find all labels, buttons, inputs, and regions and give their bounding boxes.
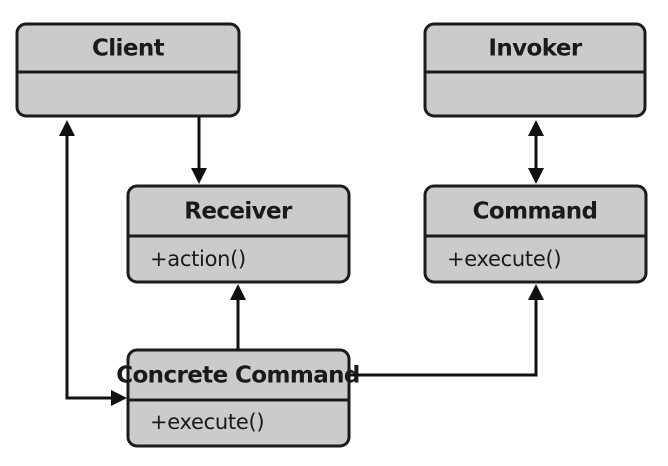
class-receiver[interactable]: Receiver +action() bbox=[126, 184, 351, 284]
class-client-name: Client bbox=[92, 36, 165, 62]
edge-concrete-to-receiver bbox=[230, 284, 246, 349]
class-command-method: +execute() bbox=[447, 247, 561, 271]
class-invoker-name: Invoker bbox=[488, 36, 582, 62]
arrowhead-invoker-bottom bbox=[528, 120, 544, 136]
class-invoker[interactable]: Invoker bbox=[423, 22, 647, 118]
edge-invoker-command bbox=[528, 120, 544, 184]
edge-concrete-to-command bbox=[350, 284, 544, 377]
class-concrete-command-method: +execute() bbox=[150, 410, 264, 434]
class-concrete-command-name: Concrete Command bbox=[116, 363, 360, 389]
class-command-box bbox=[423, 184, 648, 284]
arrowhead-receiver-top bbox=[191, 168, 207, 184]
class-invoker-box bbox=[423, 22, 647, 118]
edge-client-concrete bbox=[59, 120, 127, 406]
class-command[interactable]: Command +execute() bbox=[423, 184, 648, 284]
arrowhead-receiver-bottom bbox=[230, 284, 246, 300]
arrowhead-command-bottom bbox=[528, 284, 544, 300]
arrowhead-command-top bbox=[528, 168, 544, 184]
class-receiver-method: +action() bbox=[150, 247, 246, 271]
class-receiver-name: Receiver bbox=[184, 199, 293, 225]
edge-client-concrete-line bbox=[65, 136, 111, 400]
edge-concrete-command-line bbox=[350, 300, 538, 377]
arrowhead-concrete-left bbox=[111, 390, 127, 406]
class-command-name: Command bbox=[473, 199, 598, 225]
class-concrete-command[interactable]: Concrete Command +execute() bbox=[116, 348, 360, 448]
class-client-box bbox=[15, 22, 241, 118]
class-receiver-box bbox=[126, 184, 351, 284]
edge-client-to-receiver bbox=[191, 117, 207, 184]
arrowhead-client-bottom bbox=[59, 120, 75, 136]
class-concrete-command-box bbox=[126, 348, 351, 448]
class-client[interactable]: Client bbox=[15, 22, 241, 118]
